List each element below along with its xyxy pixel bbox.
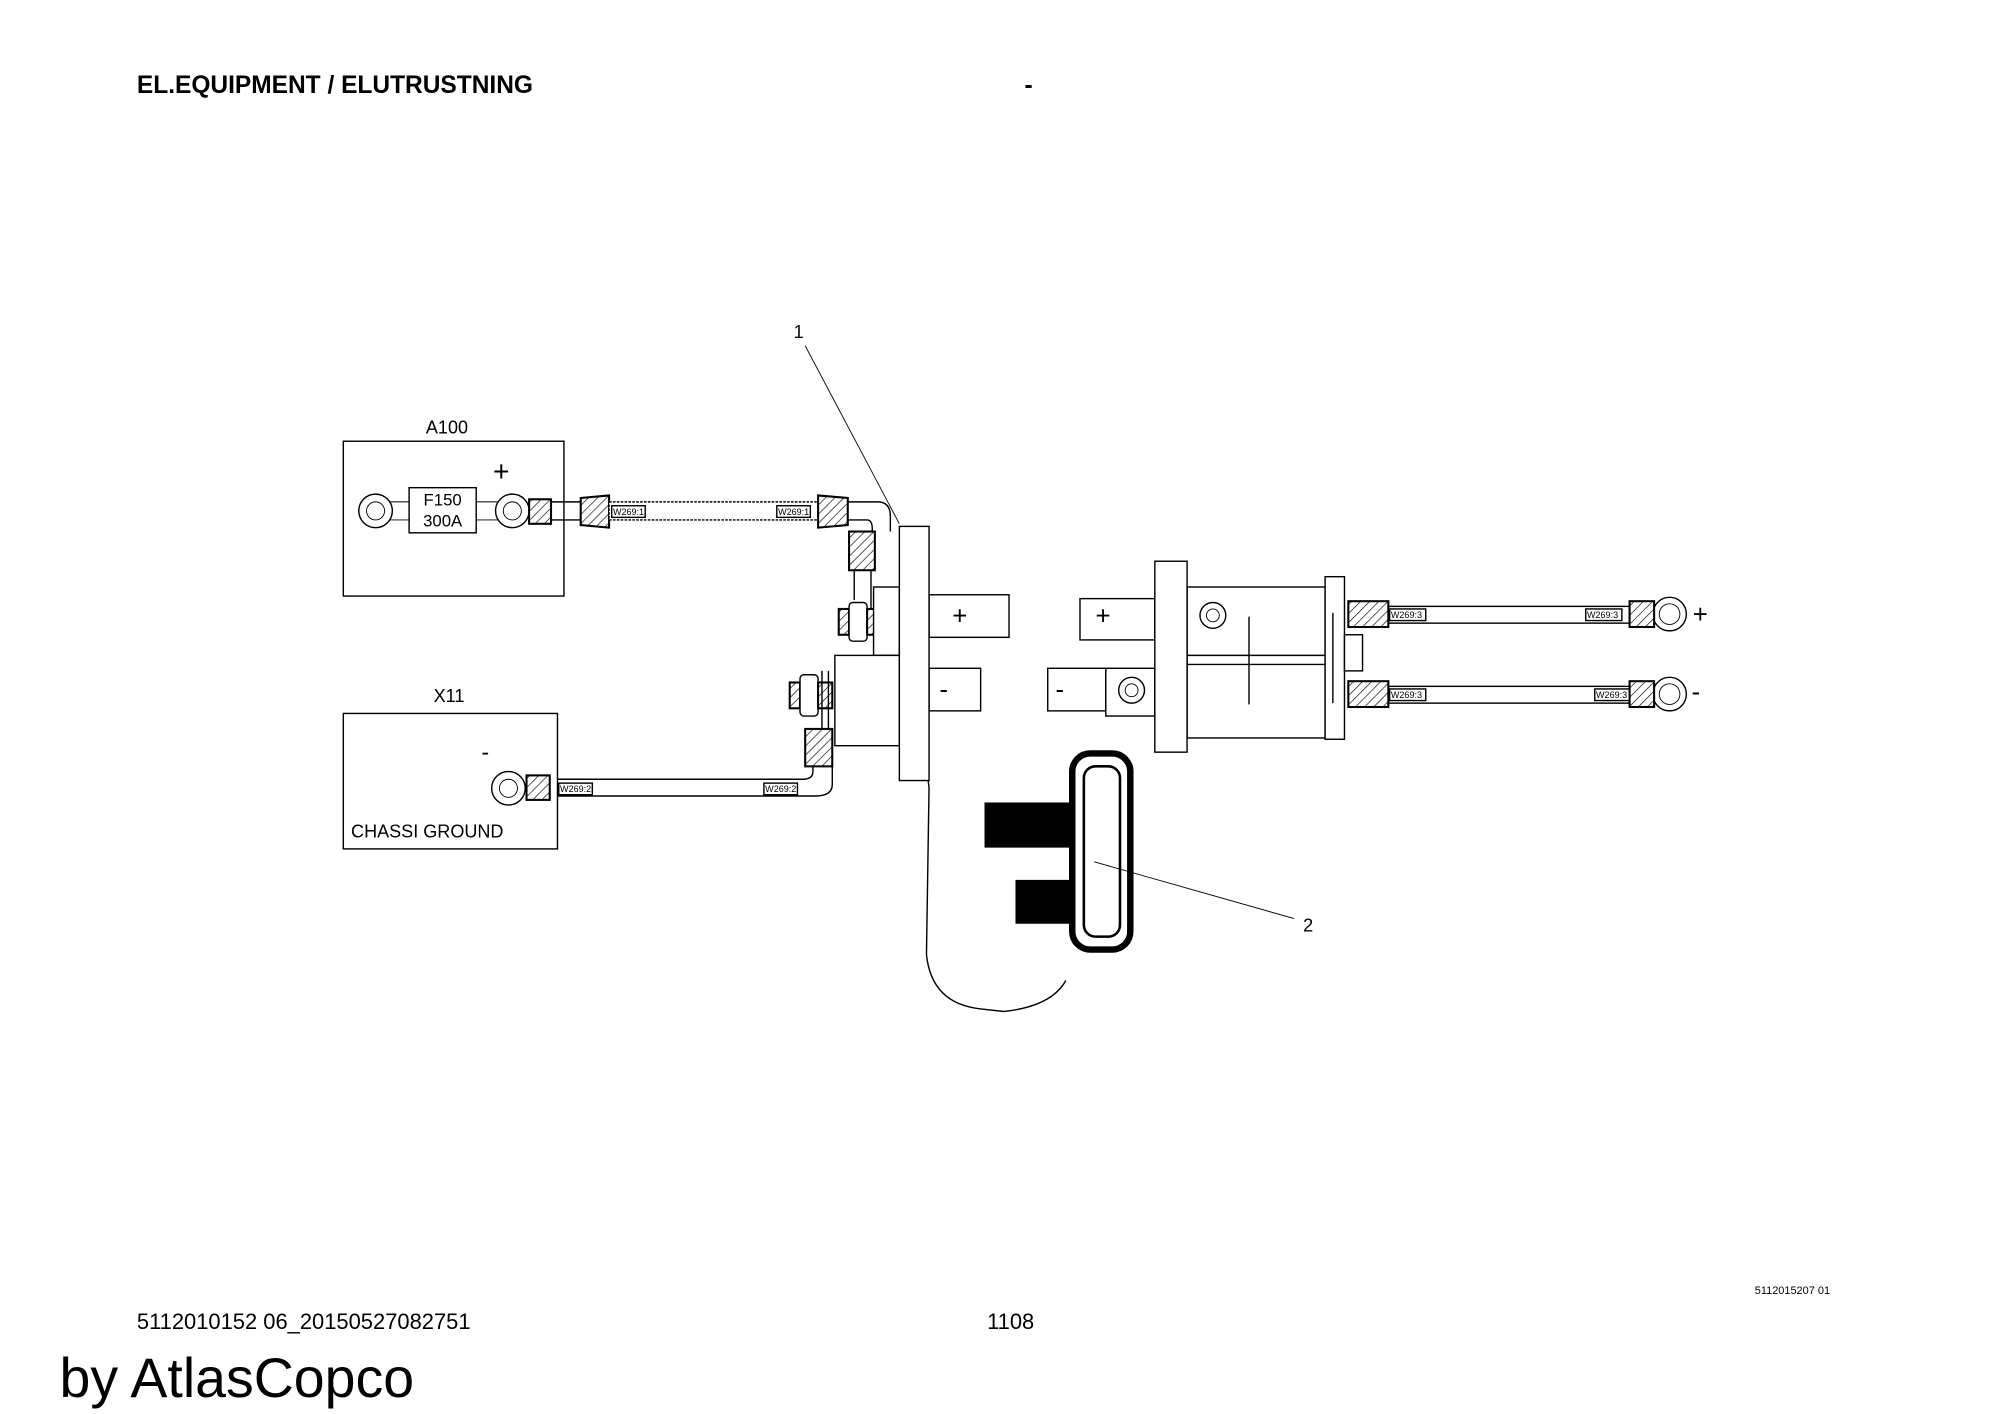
callout-2-leader bbox=[1094, 861, 1295, 920]
cable-tag: W269:2 bbox=[765, 784, 796, 794]
cable-tag: W269:3 bbox=[1391, 610, 1422, 620]
page-number: 1108 bbox=[987, 1309, 1034, 1334]
cable-tag: W269:1 bbox=[613, 507, 644, 517]
plug-plus: + bbox=[1095, 602, 1110, 630]
connector-handle bbox=[984, 750, 1134, 953]
callout-1: 1 bbox=[794, 322, 804, 342]
watermark: by AtlasCopco bbox=[59, 1347, 414, 1409]
a100-fuse-box: A100 + F150 300A bbox=[342, 417, 565, 597]
callout-1-leader bbox=[804, 345, 900, 525]
plug-minus: - bbox=[1055, 676, 1064, 704]
callout-2: 2 bbox=[1303, 915, 1313, 935]
x11-minus: - bbox=[481, 739, 489, 765]
cable-tag: W269:1 bbox=[778, 507, 809, 517]
a100-plus: + bbox=[493, 456, 510, 488]
cable-w269-3-positive: W269:3 W269:3 + bbox=[1347, 596, 1708, 632]
cable-tag: W269:3 bbox=[1596, 690, 1627, 700]
header-dash: - bbox=[1025, 72, 1033, 99]
a100-label: A100 bbox=[426, 417, 468, 437]
page-title: EL.EQUIPMENT / ELUTRUSTNING bbox=[137, 72, 533, 99]
x11-chassis-ground: X11 - CHASSI GROUND bbox=[342, 686, 559, 850]
fuse-rating-f150: F150 bbox=[424, 491, 462, 510]
lower-nut bbox=[788, 674, 834, 717]
cable-tag: W269:3 bbox=[1587, 610, 1618, 620]
chassis-ground-label: CHASSI GROUND bbox=[351, 821, 503, 841]
battery-connector-socket: + - bbox=[834, 525, 1067, 1013]
socket-plus: + bbox=[952, 602, 967, 630]
cable-w269-3-negative: W269:3 W269:3 - bbox=[1347, 676, 1701, 712]
cable-tag: W269:2 bbox=[560, 784, 591, 794]
battery-connector-plug: + - bbox=[1047, 560, 1364, 753]
drawing-number: 5112015207 01 bbox=[1755, 1285, 1830, 1297]
cable-w269-2: W269:2 W269:2 bbox=[525, 670, 834, 801]
socket-minus: - bbox=[939, 676, 948, 704]
terminal-minus: - bbox=[1692, 679, 1701, 707]
fuse-rating-300a: 300A bbox=[423, 511, 463, 530]
cable-w269-1: W269:1 W269:1 bbox=[528, 494, 892, 633]
x11-label: X11 bbox=[434, 686, 465, 706]
cable-tag: W269:3 bbox=[1391, 690, 1422, 700]
document-id: 5112010152 06_20150527082751 bbox=[137, 1309, 471, 1334]
terminal-plus: + bbox=[1693, 601, 1708, 629]
